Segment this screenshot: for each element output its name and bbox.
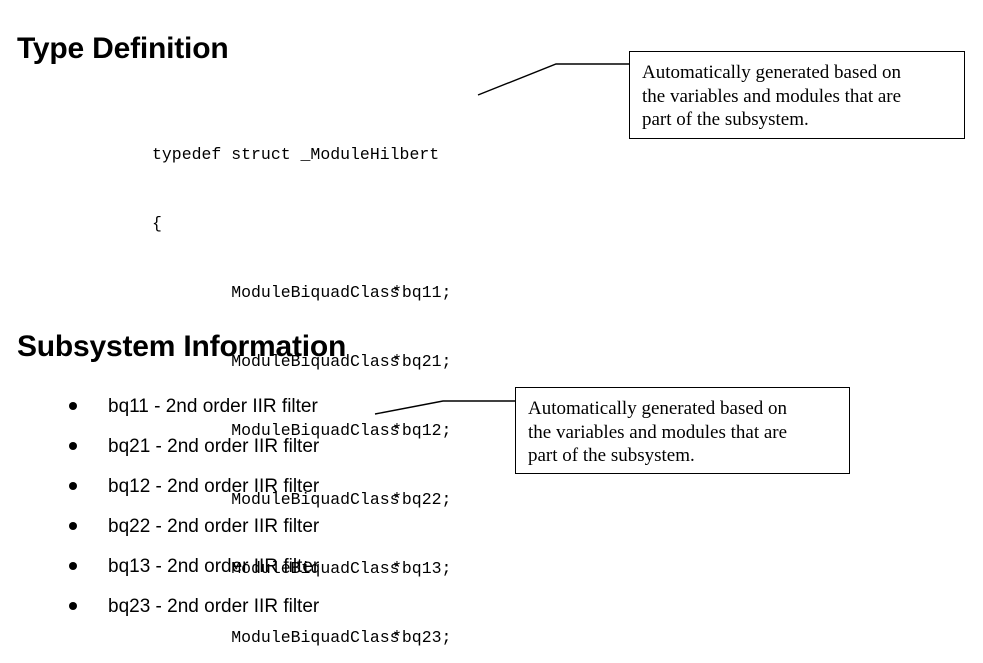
list-item-label: bq11 - 2nd order IIR filter	[108, 396, 318, 417]
code-line-name: *bq23;	[392, 628, 452, 647]
list-item: bq12 - 2nd order IIR filter	[60, 476, 319, 516]
code-line-type: ModuleBiquadClass	[152, 559, 400, 578]
callout-line: part of the subsystem.	[528, 445, 695, 466]
code-line: ModuleBiquadClass*bq11;	[152, 281, 451, 304]
code-line: ModuleBiquadClass*bq21;	[152, 350, 451, 373]
bullet-icon	[69, 522, 77, 530]
list-item-label: bq23 - 2nd order IIR filter	[108, 596, 320, 617]
code-line: typedef struct _ModuleHilbert	[152, 143, 451, 166]
callout-line: the variables and modules that are	[642, 85, 902, 107]
bullet-icon	[69, 402, 77, 410]
list-item: bq13 - 2nd order IIR filter	[60, 556, 319, 596]
code-line-name: *bq21;	[392, 352, 452, 371]
list-item: bq11 - 2nd order IIR filter	[60, 396, 319, 436]
code-line-type: ModuleBiquadClass	[152, 628, 400, 647]
code-line-name: *bq22;	[392, 490, 452, 509]
code-line-name: *bq11;	[392, 283, 452, 302]
code-line: ModuleBiquadClass*bq12;	[152, 419, 451, 442]
bullet-icon	[69, 602, 77, 610]
subsystem-bullet-list: bq11 - 2nd order IIR filter bq21 - 2nd o…	[60, 396, 319, 636]
code-line: ModuleBiquadClass*bq22;	[152, 488, 451, 511]
callout-note-subsystem-information: Automatically generated based on the var…	[515, 387, 850, 474]
list-item-label: bq21 - 2nd order IIR filter	[108, 436, 320, 457]
callout-line: part of the subsystem.	[642, 109, 809, 130]
code-line-type: ModuleBiquadClass	[152, 283, 400, 302]
code-line-name: *bq12;	[392, 421, 452, 440]
list-item-label: bq12 - 2nd order IIR filter	[108, 476, 320, 497]
callout-leader-line-1	[477, 63, 630, 96]
code-line-type: typedef struct _ModuleHilbert	[152, 145, 440, 164]
page-title-type-definition: Type Definition	[17, 32, 229, 65]
list-item: bq23 - 2nd order IIR filter	[60, 596, 319, 636]
code-line-type: {	[152, 214, 162, 233]
code-line: ModuleBiquadClass*bq13;	[152, 557, 451, 580]
bullet-icon	[69, 482, 77, 490]
code-line-type: ModuleBiquadClass	[152, 490, 400, 509]
code-line: ModuleBiquadClass*bq23;	[152, 626, 451, 649]
bullet-icon	[69, 442, 77, 450]
bullet-icon	[69, 562, 77, 570]
callout-note-type-definition: Automatically generated based on the var…	[629, 51, 965, 139]
callout-line: the variables and modules that are	[528, 421, 788, 443]
list-item-label: bq22 - 2nd order IIR filter	[108, 516, 320, 537]
callout-line: Automatically generated based on	[642, 62, 902, 83]
list-item-label: bq13 - 2nd order IIR filter	[108, 556, 320, 577]
callout-line: Automatically generated based on	[528, 398, 788, 419]
code-block-type-definition: typedef struct _ModuleHilbert { ModuleBi…	[152, 97, 451, 663]
callout-leader-line-2	[374, 400, 516, 415]
code-line: {	[152, 212, 451, 235]
code-line-type: ModuleBiquadClass	[152, 421, 400, 440]
list-item: bq22 - 2nd order IIR filter	[60, 516, 319, 556]
page-title-subsystem-information: Subsystem Information	[17, 330, 347, 363]
list-item: bq21 - 2nd order IIR filter	[60, 436, 319, 476]
code-line-name: *bq13;	[392, 559, 452, 578]
code-line-type: ModuleBiquadClass	[152, 352, 400, 371]
